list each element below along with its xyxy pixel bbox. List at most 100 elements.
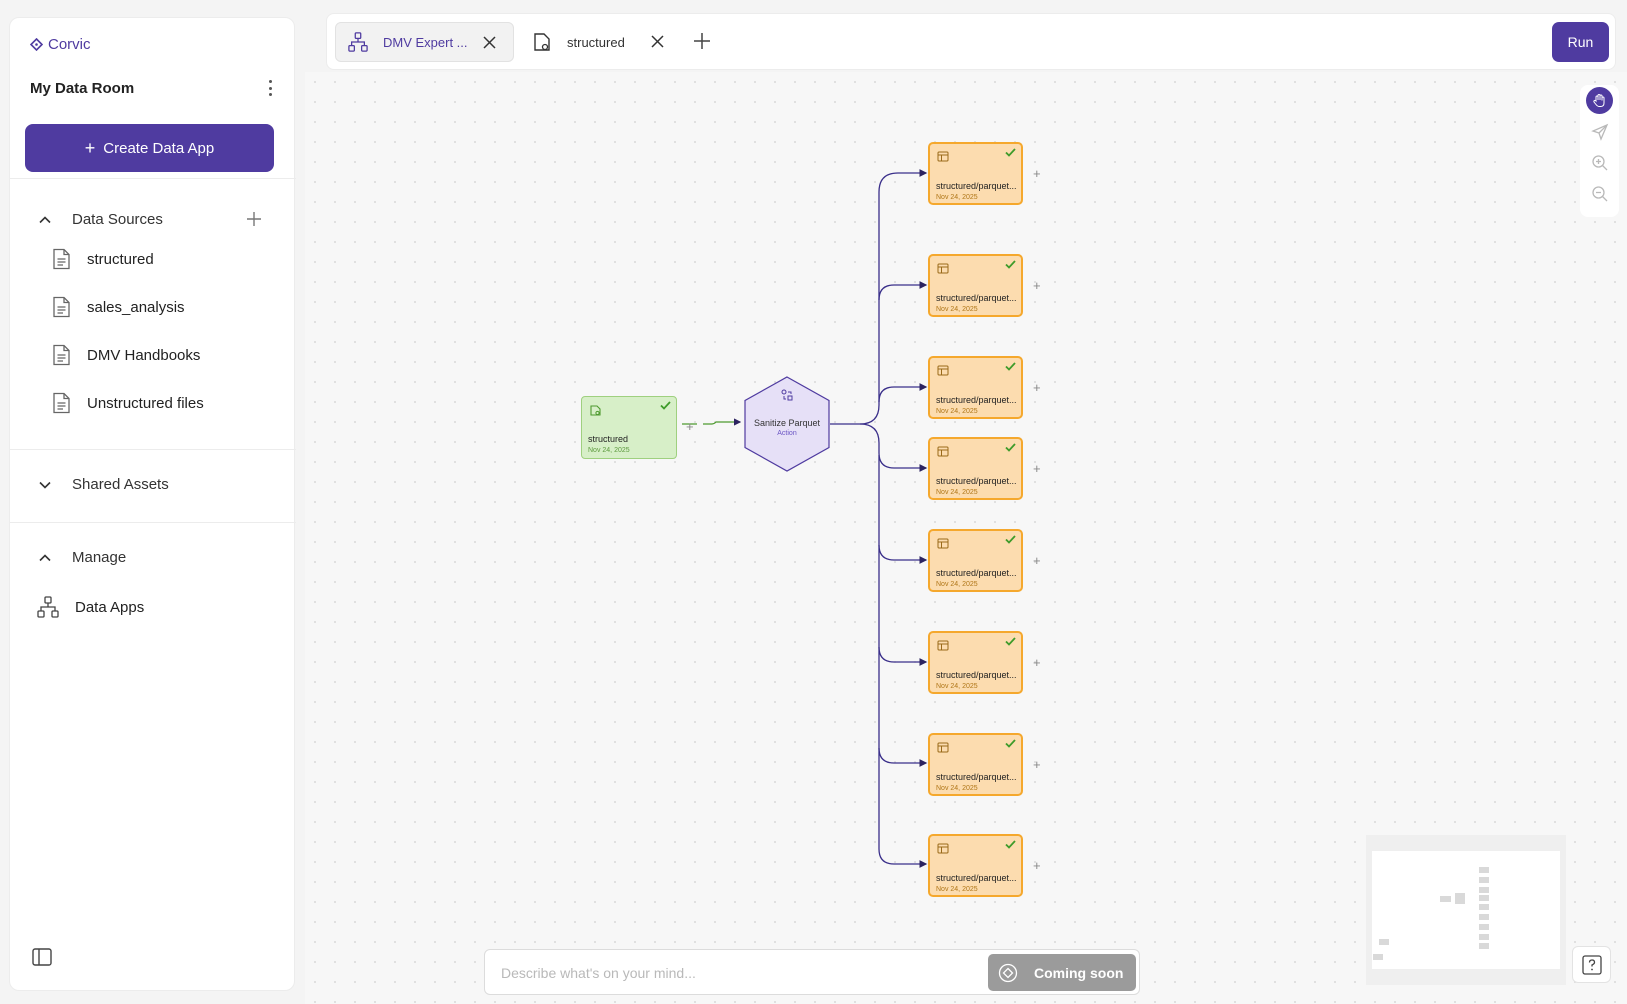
section-label: Data Sources (72, 211, 163, 228)
divider (10, 522, 296, 523)
section-data-sources[interactable]: Data Sources (38, 211, 163, 228)
tab-dmv-expert[interactable]: DMV Expert ... (335, 22, 514, 62)
dataset-icon (590, 405, 601, 416)
coming-soon-label: Coming soon (1034, 964, 1124, 981)
divider (10, 178, 296, 179)
tab-structured[interactable]: structured (533, 22, 683, 62)
divider (10, 449, 296, 450)
data-source-label: structured (87, 250, 154, 268)
hand-tool-icon[interactable] (1586, 87, 1613, 114)
minimap[interactable] (1366, 835, 1566, 985)
node-date: Nov 24, 2025 (588, 447, 630, 454)
close-icon[interactable] (650, 34, 665, 49)
run-button[interactable]: Run (1552, 22, 1609, 62)
output-node[interactable]: structured/parquet...Nov 24, 2025 (928, 631, 1023, 694)
data-source-label: DMV Handbooks (87, 346, 201, 364)
node-date: Nov 24, 2025 (936, 683, 978, 690)
node-date: Nov 24, 2025 (936, 489, 978, 496)
check-icon (1005, 739, 1016, 748)
node-label: structured/parquet... (936, 568, 1017, 578)
plus-icon: + (84, 138, 96, 158)
file-icon (53, 296, 70, 318)
table-icon (937, 538, 949, 549)
help-icon[interactable] (1572, 946, 1611, 983)
node-date: Nov 24, 2025 (936, 306, 978, 313)
section-label: Manage (72, 549, 127, 566)
add-tab-icon[interactable] (693, 32, 711, 50)
close-icon[interactable] (482, 35, 497, 50)
table-icon (937, 446, 949, 457)
transform-icon (781, 389, 793, 401)
check-icon (1005, 148, 1016, 157)
node-date: Nov 24, 2025 (936, 886, 978, 893)
data-source-item[interactable]: Unstructured files (52, 392, 204, 414)
sidebar-item-label: Data Apps (75, 598, 145, 616)
output-node[interactable]: structured/parquet... Nov 24, 2025 (928, 733, 1023, 796)
node-date: Nov 24, 2025 (936, 785, 978, 792)
chat-input[interactable] (501, 960, 981, 986)
output-node[interactable]: structured/parquet...Nov 24, 2025 (928, 142, 1023, 205)
data-room-title: My Data Room (30, 80, 135, 97)
zoom-in-icon[interactable] (1586, 149, 1613, 176)
canvas-tool-rail (1580, 85, 1619, 217)
output-node[interactable]: structured/parquet...Nov 24, 2025 (928, 254, 1023, 317)
action-title: Sanitize Parquet (753, 418, 821, 428)
workflow-icon (348, 32, 368, 52)
data-source-label: Unstructured files (87, 394, 204, 412)
action-subtitle: Action (777, 430, 797, 437)
create-data-app-button[interactable]: + Create Data App (25, 124, 274, 172)
add-node-plus-icon[interactable]: + (1033, 380, 1041, 395)
section-shared-assets[interactable]: Shared Assets (38, 476, 169, 493)
add-node-plus-icon[interactable]: + (1033, 858, 1041, 873)
node-label: structured/parquet... (936, 873, 1017, 883)
check-icon (660, 401, 671, 410)
data-source-item[interactable]: sales_analysis (52, 296, 185, 318)
check-icon (1005, 260, 1016, 269)
pointer-tool-icon[interactable] (1586, 118, 1613, 145)
action-node[interactable]: Sanitize Parquet Action (744, 376, 830, 472)
node-label: structured/parquet... (936, 772, 1017, 782)
output-node[interactable]: structured/parquet...Nov 24, 2025 (928, 529, 1023, 592)
add-node-plus-icon[interactable]: + (1033, 461, 1041, 476)
output-node[interactable]: structured/parquet... Nov 24, 2025 (928, 356, 1023, 419)
tab-label: DMV Expert ... (383, 34, 468, 50)
check-icon (1005, 840, 1016, 849)
node-label: structured/parquet... (936, 395, 1017, 405)
table-icon (937, 742, 949, 753)
section-manage[interactable]: Manage (38, 549, 126, 566)
minimap-viewport (1372, 851, 1560, 969)
node-label: structured/parquet... (936, 181, 1017, 191)
node-date: Nov 24, 2025 (936, 408, 978, 415)
sparkle-icon (998, 963, 1018, 982)
table-icon (937, 365, 949, 376)
corvic-logo-icon (30, 38, 43, 51)
brand-logo[interactable]: Corvic (30, 36, 91, 53)
output-node[interactable]: structured/parquet... Nov 24, 2025 (928, 437, 1023, 500)
more-options-icon[interactable] (262, 78, 278, 98)
add-node-plus-icon[interactable]: + (1033, 278, 1041, 293)
file-icon (53, 392, 70, 414)
sidebar: Corvic My Data Room + Create Data App Da… (9, 17, 296, 991)
coming-soon-button[interactable]: Coming soon (988, 954, 1136, 991)
data-source-item[interactable]: DMV Handbooks (52, 344, 200, 366)
add-node-plus-icon[interactable]: + (1033, 757, 1041, 772)
sidebar-item-data-apps[interactable]: Data Apps (37, 596, 144, 618)
add-node-plus-icon[interactable]: + (1033, 553, 1041, 568)
add-data-source-icon[interactable] (246, 211, 262, 232)
data-source-item[interactable]: structured (52, 248, 154, 270)
tab-label: structured (567, 34, 625, 50)
add-node-plus-icon[interactable]: + (1033, 166, 1041, 181)
add-node-plus-icon[interactable]: + (686, 419, 694, 434)
node-label: structured/parquet... (936, 476, 1017, 486)
output-node[interactable]: structured/parquet... Nov 24, 2025 (928, 834, 1023, 897)
add-node-plus-icon[interactable]: + (1033, 655, 1041, 670)
workflow-icon (37, 596, 59, 618)
hexagon-shape (744, 376, 830, 472)
sidebar-toggle-icon[interactable] (32, 948, 52, 971)
source-node[interactable]: structured Nov 24, 2025 (581, 396, 677, 459)
table-icon (937, 640, 949, 651)
create-data-app-label: Create Data App (103, 139, 215, 157)
section-label: Shared Assets (72, 476, 169, 493)
chevron-up-icon (39, 553, 51, 561)
zoom-out-icon[interactable] (1586, 180, 1613, 207)
